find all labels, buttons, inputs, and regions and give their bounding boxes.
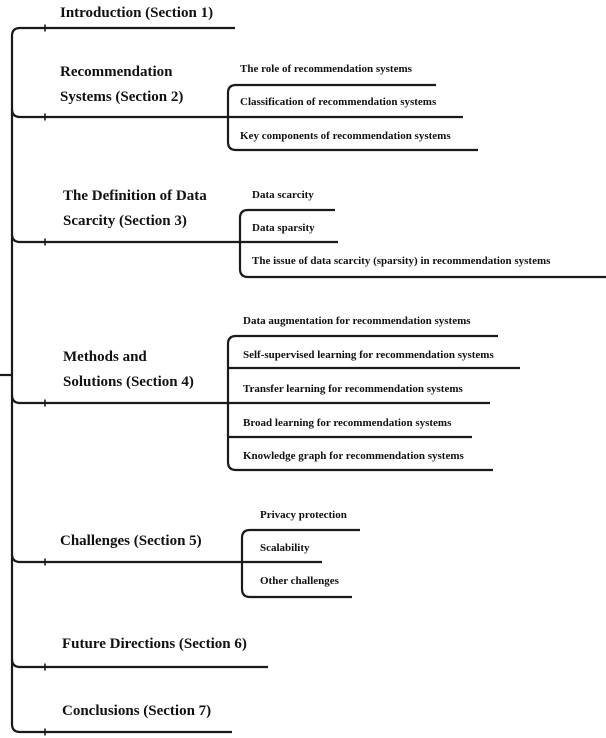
section2-subtree-connector: [226, 83, 478, 152]
branch-section4-underline: [10, 394, 490, 405]
node-section5-label: Challenges (Section 5): [60, 533, 202, 549]
node-section3-child3-label: The issue of data scarcity (sparsity) in…: [252, 255, 551, 267]
node-section5-child2-label: Scalability: [260, 542, 310, 554]
node-section3-child2-label: Data sparsity: [252, 222, 315, 234]
node-section4-child4-label: Broad learning for recommendation system…: [243, 417, 452, 429]
node-section2-child1-label: The role of recommendation systems: [240, 63, 412, 75]
node-section4-child3-label: Transfer learning for recommendation sys…: [243, 383, 463, 395]
branch-section6-underline: [10, 658, 268, 669]
node-section6-label: Future Directions (Section 6): [62, 636, 247, 652]
node-section4-label: Methods and Solutions (Section 4): [63, 349, 194, 390]
section5-subtree-connector: [240, 528, 360, 599]
node-section5-child3-label: Other challenges: [260, 575, 339, 587]
node-section3-child1-label: Data scarcity: [252, 189, 314, 201]
node-section7-label: Conclusions (Section 7): [62, 703, 212, 719]
main-spine-connector: [10, 26, 235, 734]
branch-section3-underline: [10, 233, 338, 244]
section4-subtree-connector: [226, 334, 498, 472]
node-section4-child1-label: Data augmentation for recommendation sys…: [243, 315, 471, 327]
node-section1-label: Introduction (Section 1): [60, 5, 214, 21]
node-section5-child1-label: Privacy protection: [260, 509, 347, 521]
node-section2-child2-label: Classification of recommendation systems: [240, 96, 437, 108]
node-section4-child2-label: Self-supervised learning for recommendat…: [243, 349, 494, 361]
branch-section5-underline: [10, 553, 322, 564]
section3-subtree-connector: [238, 208, 606, 279]
branch-section2-underline: [10, 108, 463, 119]
node-section2-label: Recommendation Systems (Section 2): [60, 64, 184, 105]
node-section3-label: The Definition of Data Scarcity (Section…: [63, 188, 207, 229]
node-section4-child5-label: Knowledge graph for recommendation syste…: [243, 450, 464, 462]
node-section2-child3-label: Key components of recommendation systems: [240, 130, 451, 142]
